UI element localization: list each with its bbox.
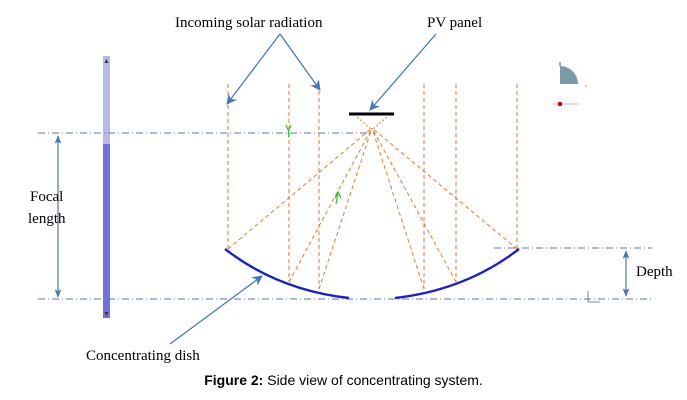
incoming-arrow-right (279, 33, 321, 91)
ray-direction-arrows (285, 124, 342, 205)
focal-label-line1: Focal (30, 189, 63, 205)
focal-label-line2: length (28, 211, 66, 227)
incoming-rays (227, 84, 518, 289)
incoming-arrow-left (226, 33, 281, 105)
caption-prefix: Figure 2: (204, 372, 264, 388)
pv-panel-arrow (369, 33, 437, 111)
reflected-rays (227, 127, 518, 290)
axis-marker-icon (554, 102, 578, 106)
side-scrollbar[interactable] (103, 56, 110, 318)
callout-arrows (169, 33, 437, 345)
figure-caption: Figure 2: Side view of concentrating sys… (0, 372, 687, 388)
depth-label: Depth (636, 264, 673, 280)
origin-marker-icon (587, 291, 600, 303)
incoming-radiation-label: Incoming solar radiation (175, 15, 323, 31)
concentrating-dish (224, 248, 520, 300)
focus-cone (356, 116, 388, 131)
quarter-circle-view-icon[interactable] (559, 62, 587, 87)
scroll-down-arrow-icon[interactable] (104, 312, 109, 316)
concentrating-dish-label: Concentrating dish (86, 348, 200, 364)
pv-panel-label: PV panel (427, 15, 482, 31)
caption-text: Side view of concentrating system. (263, 372, 483, 388)
scroll-up-arrow-icon[interactable] (104, 59, 109, 63)
dish-arrow (169, 275, 263, 345)
reference-lines (38, 132, 652, 300)
